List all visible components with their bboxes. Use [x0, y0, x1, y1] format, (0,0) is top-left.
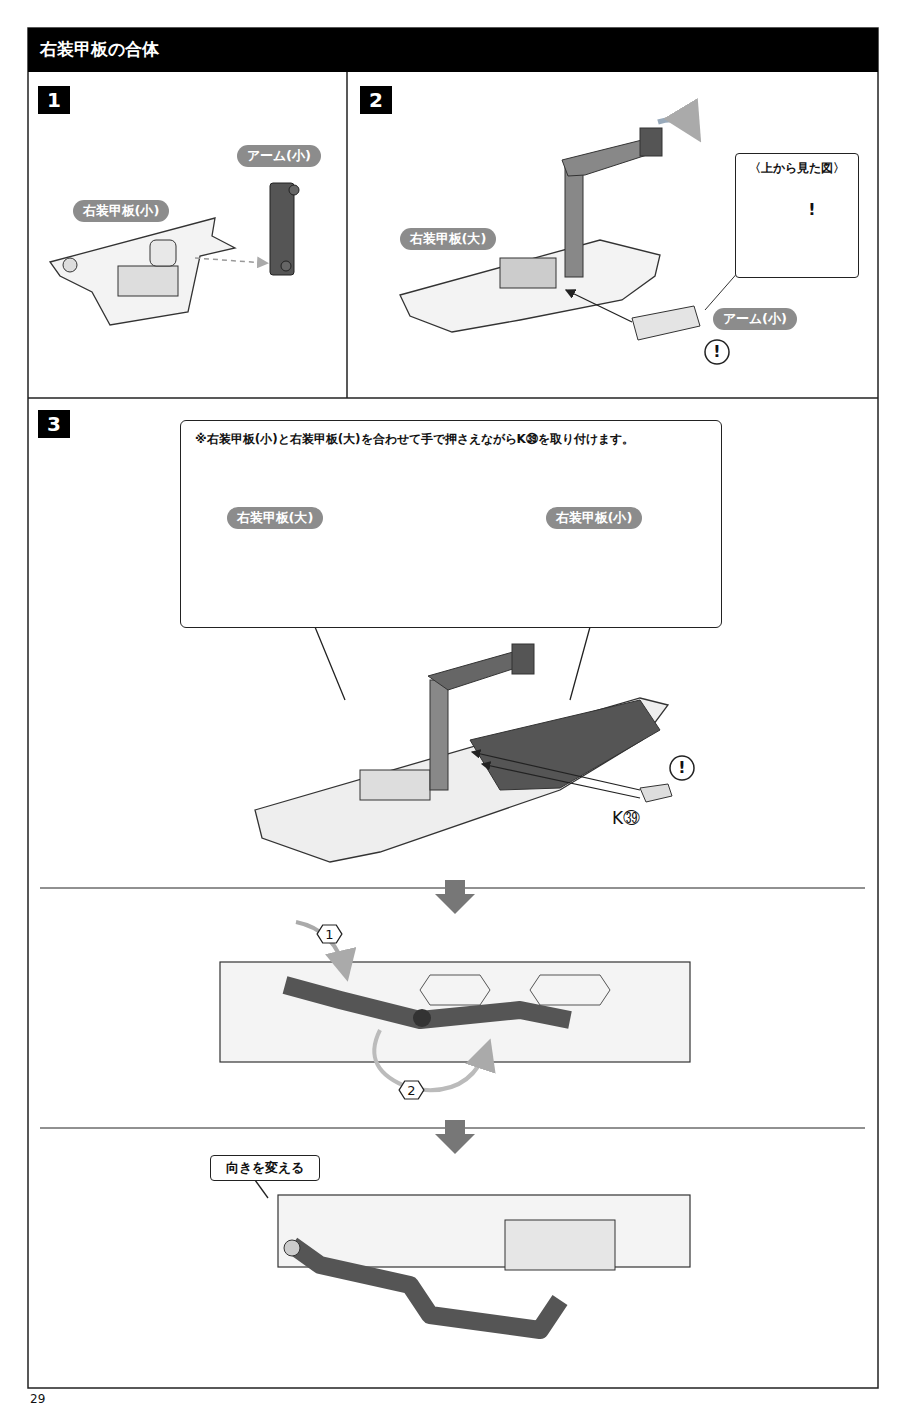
step-number: 2 — [360, 86, 392, 114]
callout-number: 1 — [316, 924, 343, 944]
caution-mark: ! — [800, 200, 824, 219]
node-text: 右装甲板(小) — [83, 202, 160, 220]
note-box: ※右装甲板(小)と右装甲板(大)を合わせて手で押さえながらK㊴を取り付けます。右… — [180, 420, 722, 628]
node-text: 1 — [325, 927, 333, 942]
node-text: 2 — [407, 1083, 415, 1098]
title: 右装甲板の合体 — [40, 38, 159, 61]
part-label: 右装甲板(大) — [400, 228, 496, 250]
caution-mark: ! — [670, 758, 694, 777]
part-label: アーム(小) — [237, 145, 321, 167]
node-text: 右装甲板(大) — [410, 230, 487, 248]
part-label: 右装甲板(大) — [227, 507, 323, 529]
page-number: 29 — [30, 1392, 45, 1406]
part-label: アーム(小) — [713, 308, 797, 330]
node-text: 3 — [47, 412, 61, 436]
node-text: 1 — [47, 88, 61, 112]
view-box: 〈上から見た図〉 — [735, 153, 859, 278]
node-text: 右装甲板(小) — [556, 509, 633, 527]
node-text: 右装甲板(大) — [237, 509, 314, 527]
node-text: 〈上から見た図〉 — [749, 161, 845, 175]
step-number: 1 — [38, 86, 70, 114]
callout-number: 2 — [398, 1080, 425, 1100]
part-label: 右装甲板(小) — [546, 507, 642, 529]
node-text: アーム(小) — [247, 147, 311, 165]
node-text: ※右装甲板(小)と右装甲板(大)を合わせて手で押さえながらK㊴を取り付けます。 — [195, 431, 707, 448]
step-number: 3 — [38, 410, 70, 438]
part-number: K㊴ — [612, 808, 640, 828]
caution-mark: ! — [705, 342, 729, 361]
node-text: 向きを変える — [226, 1159, 304, 1177]
callout-box: 向きを変える — [210, 1155, 320, 1181]
node-text: 2 — [369, 88, 383, 112]
part-label: 右装甲板(小) — [73, 200, 169, 222]
node-text: アーム(小) — [723, 310, 787, 328]
